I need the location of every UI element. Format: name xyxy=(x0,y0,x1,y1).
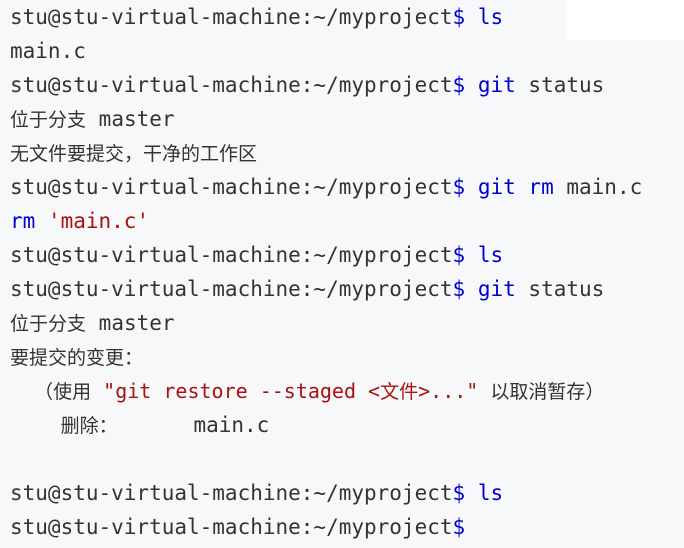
command: ls xyxy=(477,481,504,505)
hint-command-b: >..." xyxy=(418,379,479,403)
terminal-line-8: stu@stu-virtual-machine:~/myproject$ ls xyxy=(10,238,503,272)
output-cjk: 位于分支 xyxy=(10,109,87,131)
hint-open: （使用 xyxy=(34,381,92,403)
prompt-symbol: $ xyxy=(452,277,466,301)
terminal-line-9: stu@stu-virtual-machine:~/myproject$ git… xyxy=(10,272,604,306)
command: git xyxy=(477,277,516,301)
command-arg: main.c xyxy=(566,175,643,199)
terminal-line-10: 位于分支 master xyxy=(10,306,175,340)
deleted-file: main.c xyxy=(193,413,270,437)
terminal-line-15: stu@stu-virtual-machine:~/myproject$ ls xyxy=(10,476,503,510)
command-arg: status xyxy=(528,73,605,97)
hint-command-cjk: 文件 xyxy=(380,381,419,403)
output-keyword: rm xyxy=(10,209,36,233)
output-cjk: 位于分支 xyxy=(10,313,87,335)
command-arg: status xyxy=(528,277,605,301)
prompt-symbol: $ xyxy=(452,515,466,539)
command: git xyxy=(477,175,516,199)
prompt-path: stu@stu-virtual-machine:~/myproject xyxy=(10,175,453,199)
terminal-line-13: 删除： main.c xyxy=(10,408,270,442)
prompt-symbol: $ xyxy=(452,175,466,199)
prompt-symbol: $ xyxy=(452,5,466,29)
prompt-path: stu@stu-virtual-machine:~/myproject xyxy=(10,243,453,267)
terminal-line-12: （使用 "git restore --staged <文件>..." 以取消暂存… xyxy=(10,374,604,408)
output-cjk: 要提交的变更： xyxy=(10,347,144,369)
prompt-symbol: $ xyxy=(452,481,466,505)
branch-name: master xyxy=(98,107,175,131)
branch-name: master xyxy=(98,311,175,335)
prompt-path: stu@stu-virtual-machine:~/myproject xyxy=(10,277,453,301)
prompt-symbol: $ xyxy=(452,243,466,267)
terminal-line-11: 要提交的变更： xyxy=(10,340,143,374)
deleted-label: 删除： xyxy=(60,415,118,437)
output-cjk: 无文件要提交，干净的工作区 xyxy=(10,143,258,165)
background-gap xyxy=(566,0,684,40)
output-string: 'main.c' xyxy=(47,209,150,233)
terminal-line-16: stu@stu-virtual-machine:~/myproject$ xyxy=(10,510,465,544)
terminal-line-3: stu@stu-virtual-machine:~/myproject$ git… xyxy=(10,68,604,102)
subcommand: rm xyxy=(528,175,554,199)
terminal-line-5: 无文件要提交，干净的工作区 xyxy=(10,136,257,170)
command: git xyxy=(477,73,516,97)
prompt-path: stu@stu-virtual-machine:~/myproject xyxy=(10,481,453,505)
command: ls xyxy=(477,5,504,29)
prompt-path: stu@stu-virtual-machine:~/myproject xyxy=(10,5,453,29)
terminal-line-1: stu@stu-virtual-machine:~/myproject$ ls xyxy=(10,0,503,34)
output-text: main.c xyxy=(10,39,86,63)
prompt-path: stu@stu-virtual-machine:~/myproject xyxy=(10,73,453,97)
command: ls xyxy=(477,243,504,267)
prompt-path: stu@stu-virtual-machine:~/myproject xyxy=(10,515,453,539)
terminal-line-7: rm 'main.c' xyxy=(10,204,149,238)
hint-command-a: "git restore --staged < xyxy=(103,379,381,403)
terminal-line-2: main.c xyxy=(10,34,86,68)
terminal-line-4: 位于分支 master xyxy=(10,102,175,136)
terminal-line-6: stu@stu-virtual-machine:~/myproject$ git… xyxy=(10,170,642,204)
hint-close: 以取消暂存） xyxy=(490,381,605,403)
prompt-symbol: $ xyxy=(452,73,466,97)
